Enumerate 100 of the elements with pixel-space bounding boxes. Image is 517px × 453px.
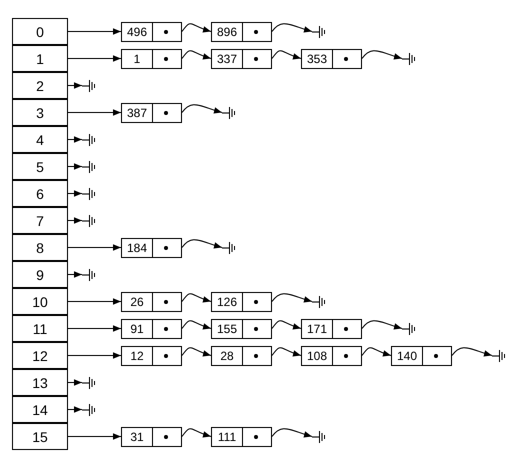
arrow (272, 320, 302, 330)
ground-symbol (82, 132, 96, 146)
ground-symbol (82, 214, 96, 228)
hash-table-slot: 8 (12, 234, 68, 261)
node-value: 496 (126, 24, 148, 40)
ground-symbol (82, 160, 96, 174)
node-value: 12 (129, 348, 145, 364)
arrow (182, 428, 212, 438)
ground-symbol (222, 106, 236, 120)
arrow (182, 50, 212, 60)
node-value: 140 (396, 348, 418, 364)
arrow (182, 23, 212, 32)
hash-table-slot: 2 (12, 72, 68, 99)
ground-symbol (402, 322, 416, 336)
hash-table-slot: 3 (12, 99, 68, 126)
arrow (68, 163, 82, 170)
list-node (211, 318, 272, 338)
arrow (182, 239, 222, 248)
list-node (121, 238, 182, 258)
ground-symbol (312, 294, 326, 308)
node-value: 126 (216, 294, 238, 310)
hash-table-slot: 13 (12, 369, 68, 396)
hash-table-slot: 1 (12, 45, 68, 72)
arrow (362, 320, 402, 330)
list-node (301, 318, 362, 338)
list-node (211, 292, 272, 312)
arrow (182, 347, 212, 356)
arrow (362, 50, 402, 60)
list-node (121, 318, 182, 338)
arrow (68, 55, 122, 62)
hash-table-slot: 5 (12, 153, 68, 180)
arrow (272, 50, 302, 60)
arrow (68, 406, 82, 413)
list-node (301, 48, 362, 68)
ground-symbol (82, 376, 96, 390)
arrow (68, 325, 122, 332)
list-node (121, 48, 182, 68)
arrow (182, 293, 212, 302)
node-value: 353 (306, 50, 328, 68)
node-value: 28 (219, 348, 235, 364)
hash-table-slot: 6 (12, 180, 68, 207)
list-node (121, 22, 182, 42)
arrow (272, 23, 312, 32)
node-value: 108 (306, 348, 328, 364)
hash-table-slot: 7 (12, 207, 68, 234)
arrow (182, 320, 212, 330)
ground-symbol (82, 402, 96, 416)
list-node (121, 346, 182, 366)
ground-symbol (492, 348, 506, 362)
node-value: 337 (216, 50, 238, 68)
list-node (121, 426, 182, 446)
arrow (68, 244, 122, 251)
arrow (452, 347, 492, 356)
arrow (68, 379, 82, 386)
list-node (121, 102, 182, 122)
arrow (68, 82, 82, 89)
arrow (272, 347, 302, 356)
list-node (211, 426, 272, 446)
arrow (272, 293, 312, 302)
ground-symbol (82, 78, 96, 92)
node-value: 31 (129, 428, 145, 446)
ground-symbol (402, 52, 416, 66)
arrow (68, 109, 122, 116)
node-value: 184 (126, 240, 148, 256)
ground-symbol (312, 24, 326, 38)
hash-table-slot: 10 (12, 288, 68, 315)
list-node (211, 346, 272, 366)
ground-symbol (82, 186, 96, 200)
arrow (68, 352, 122, 359)
ground-symbol (222, 240, 236, 254)
arrow (182, 104, 222, 114)
node-value: 896 (216, 24, 238, 40)
arrow (68, 217, 82, 224)
arrow (68, 136, 82, 143)
node-value: 91 (129, 320, 145, 338)
node-value: 111 (216, 428, 238, 446)
node-value: 26 (129, 294, 145, 310)
list-node (121, 292, 182, 312)
hash-table-slot: 9 (12, 261, 68, 288)
list-node (301, 346, 362, 366)
node-value: 155 (216, 320, 238, 338)
arrow (68, 298, 122, 305)
list-node (211, 22, 272, 42)
ground-symbol (82, 268, 96, 282)
arrow (68, 271, 82, 278)
arrow (68, 190, 82, 197)
hash-table-slot: 11 (12, 315, 68, 342)
ground-symbol (312, 430, 326, 444)
arrow (68, 28, 122, 35)
hash-table-slot: 4 (12, 126, 68, 153)
hash-table-slot: 14 (12, 396, 68, 423)
hash-table-slot: 12 (12, 342, 68, 369)
arrow (362, 347, 392, 356)
list-node (211, 48, 272, 68)
hash-table-slot: 0 (12, 18, 68, 45)
node-value: 387 (126, 104, 148, 122)
hash-table-slot: 15 (12, 423, 68, 450)
node-value: 1 (132, 50, 142, 68)
node-value: 171 (306, 320, 328, 338)
list-node (391, 346, 452, 366)
